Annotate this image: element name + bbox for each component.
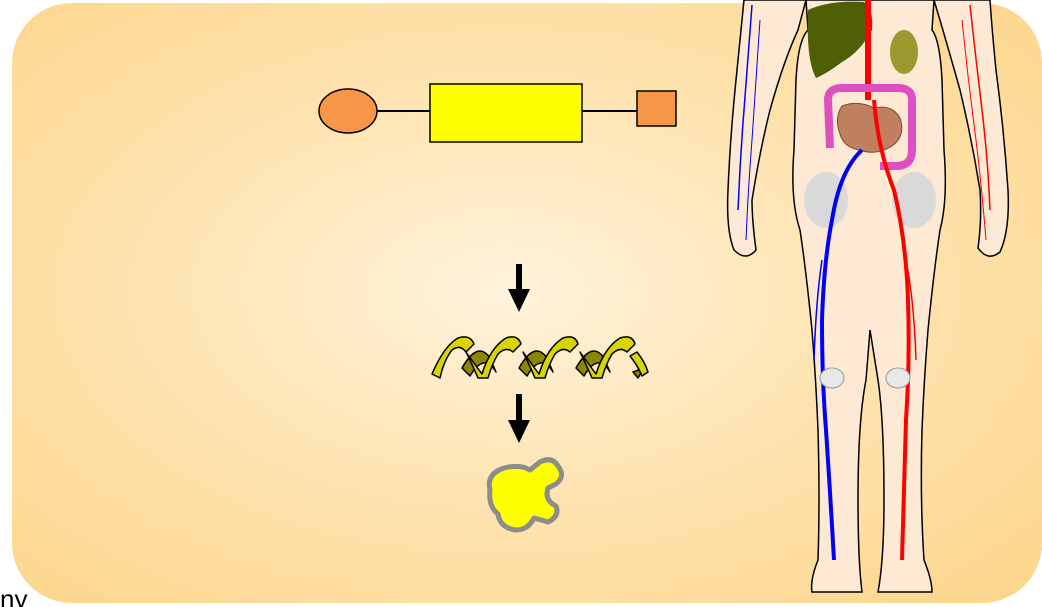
terminator-square-icon	[637, 91, 676, 126]
mrna-helix-icon	[432, 337, 648, 378]
gene-rectangle-icon	[430, 84, 582, 142]
gene-construct	[319, 84, 676, 142]
small-intestine	[837, 103, 901, 152]
down-arrow-icon-transcription	[508, 264, 530, 312]
human-body-illustration	[728, 0, 1009, 592]
folded-protein-icon	[489, 460, 561, 530]
promoter-oval-icon	[319, 89, 377, 133]
right-arm	[934, 0, 1008, 256]
corner-text: ny	[0, 584, 27, 607]
down-arrow-icon-translation	[508, 394, 530, 443]
